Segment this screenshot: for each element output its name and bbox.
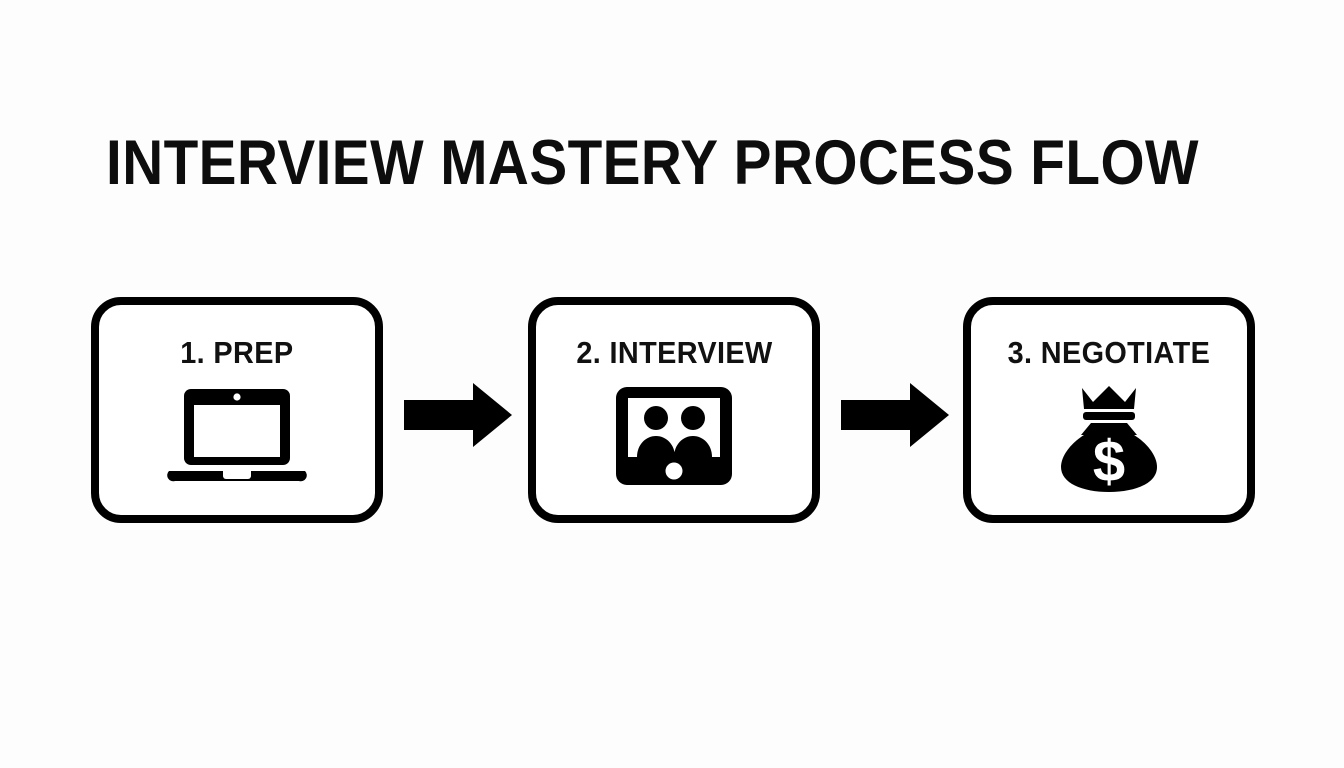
step-box-interview[interactable]: 2. INTERVIEW: [528, 297, 820, 523]
step-box-negotiate[interactable]: 3. NEGOTIATE $: [963, 297, 1255, 523]
svg-text:$: $: [1093, 429, 1125, 493]
money-bag-icon: $: [1057, 385, 1161, 498]
step-box-prep[interactable]: 1. PREP: [91, 297, 383, 523]
process-flow-row: 1. PREP: [0, 297, 1344, 527]
step-label-prep: 1. PREP: [180, 335, 294, 370]
step-label-negotiate: 3. NEGOTIATE: [1007, 335, 1211, 370]
video-call-tablet-icon: [614, 385, 734, 492]
laptop-icon: [167, 385, 307, 494]
page-title: INTERVIEW MASTERY PROCESS FLOW: [106, 128, 1199, 198]
step-label-interview: 2. INTERVIEW: [575, 335, 773, 370]
right-arrow-icon: [841, 383, 949, 447]
right-arrow-icon: [404, 383, 512, 447]
